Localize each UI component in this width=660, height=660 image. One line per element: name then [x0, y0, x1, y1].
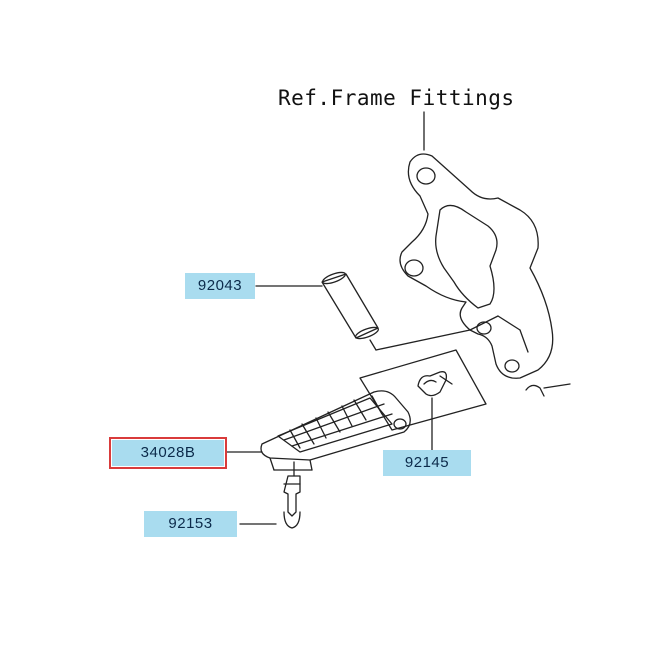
- bolt-92153: [283, 475, 301, 517]
- part-label-92153[interactable]: 92153: [144, 511, 237, 537]
- bracket-hole-pivot: [476, 321, 492, 335]
- frame-bracket-inner: [435, 204, 498, 309]
- part-label-92043[interactable]: 92043: [185, 273, 255, 299]
- bracket-hole-lower: [504, 359, 520, 373]
- part-label-34028B[interactable]: 34028B: [109, 437, 227, 469]
- bracket-hole-middle: [404, 259, 424, 277]
- reference-note: Ref.Frame Fittings: [278, 86, 515, 110]
- bracket-hole-top: [416, 167, 436, 185]
- spring-92145: [417, 371, 448, 397]
- clip-detail: [525, 384, 545, 397]
- frame-bracket: [399, 153, 554, 379]
- part-label-92145[interactable]: 92145: [383, 450, 471, 476]
- footpeg-34028B: [260, 390, 411, 461]
